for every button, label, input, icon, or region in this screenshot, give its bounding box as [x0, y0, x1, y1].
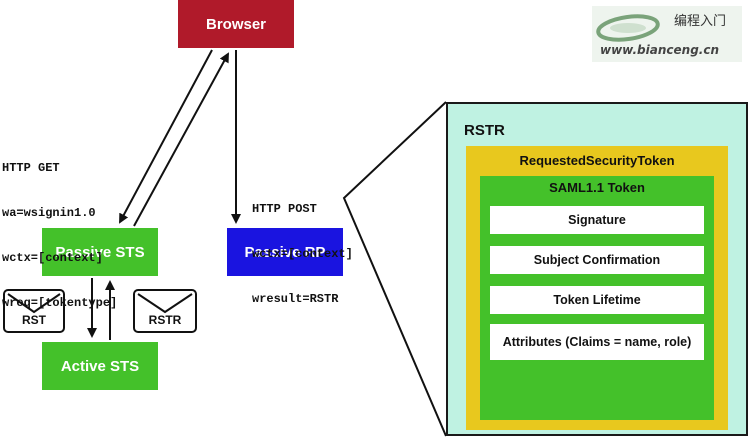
- arrow-browser-to-sts: [119, 49, 213, 224]
- saml-token-box: SAML1.1 Token Signature Subject Confirma…: [480, 176, 714, 420]
- http-post-line: wctx=[context]: [252, 247, 353, 261]
- callout-lines: [342, 101, 447, 437]
- http-get-line: wreq=[tokentype]: [2, 296, 118, 310]
- rstr-envelope-label: RSTR: [148, 313, 182, 327]
- http-post-line: HTTP POST: [252, 202, 317, 216]
- watermark-url: www.bianceng.cn: [600, 43, 719, 57]
- http-get-label: HTTP GET wa=wsignin1.0 wctx=[context] wr…: [2, 131, 117, 326]
- browser-node: Browser: [178, 0, 294, 48]
- subject-confirmation-box: Subject Confirmation: [490, 246, 704, 274]
- rstr-title: RSTR: [464, 122, 505, 139]
- passive-rp-label: Passive RP: [244, 243, 326, 261]
- active-sts-label: Active STS: [60, 357, 140, 375]
- signature-box: Signature: [490, 206, 704, 234]
- http-get-line: wctx=[context]: [2, 251, 103, 265]
- requested-security-token-title: RequestedSecurityToken: [519, 153, 675, 168]
- saml-token-title: SAML1.1 Token: [549, 180, 645, 195]
- passive-rp-node: Passive RP: [227, 228, 343, 276]
- token-lifetime-box: Token Lifetime: [490, 286, 704, 314]
- arrow-sts-to-browser: [133, 52, 229, 227]
- attributes-box: Attributes (Claims = name, role): [490, 324, 704, 360]
- requested-security-token-box: RequestedSecurityToken SAML1.1 Token Sig…: [466, 146, 728, 430]
- rst-envelope-icon: [3, 289, 65, 333]
- watermark-logo: 编程入门 www.bianceng.cn: [592, 6, 742, 62]
- passive-sts-label: Passive STS: [55, 243, 145, 261]
- rstr-envelope-icon: [133, 289, 197, 333]
- http-post-label: HTTP POST wctx=[context] wresult=RSTR: [252, 172, 353, 322]
- rstr-panel: RSTR RequestedSecurityToken SAML1.1 Toke…: [446, 102, 748, 436]
- watermark-chinese: 编程入门: [674, 14, 727, 29]
- http-post-line: wresult=RSTR: [252, 292, 339, 306]
- http-get-line: wa=wsignin1.0: [2, 206, 96, 220]
- passive-sts-node: Passive STS: [42, 228, 158, 276]
- active-sts-node: Active STS: [42, 342, 158, 390]
- swoosh-logo-icon: [596, 14, 660, 42]
- http-get-line: HTTP GET: [2, 161, 60, 175]
- browser-label: Browser: [205, 15, 267, 33]
- rst-envelope-label: RST: [22, 313, 46, 327]
